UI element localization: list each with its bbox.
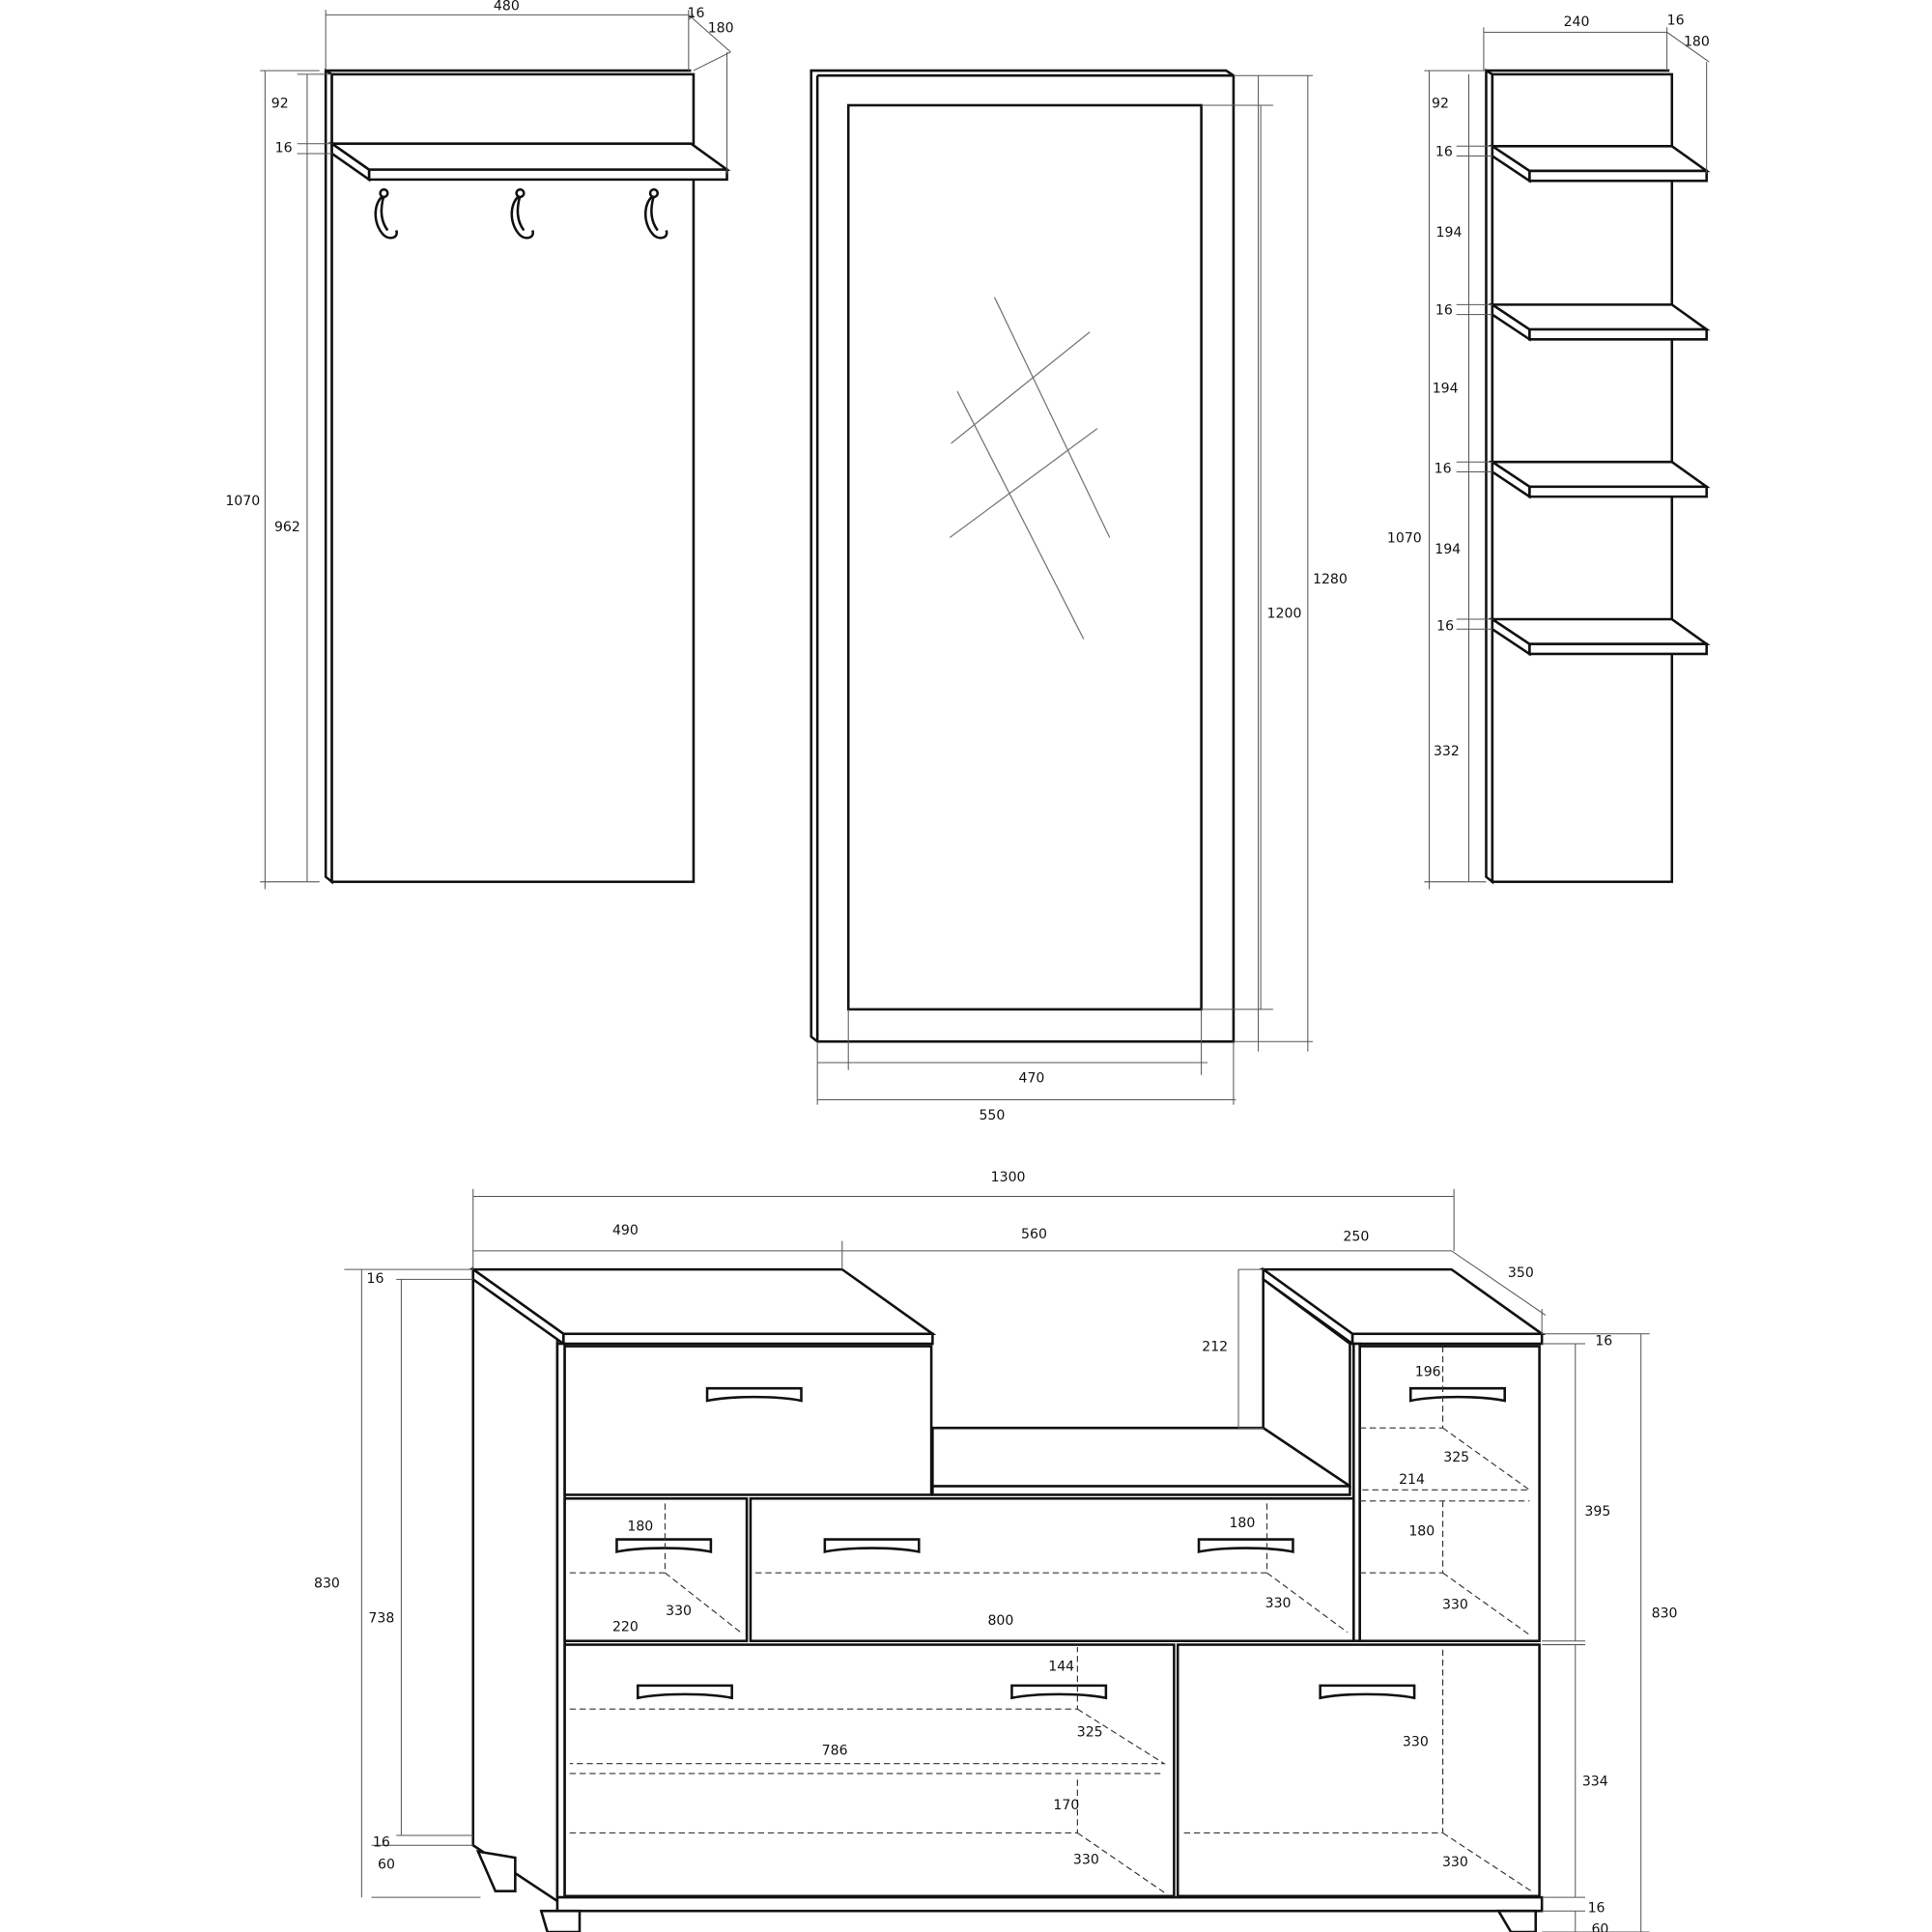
dim-label: 196: [1415, 1364, 1441, 1379]
dim-label: 490: [612, 1223, 639, 1238]
dim-label: 16: [1435, 145, 1453, 160]
bottom-right-door: [1176, 1643, 1541, 1898]
mirror-reflection-lines: [949, 297, 1111, 639]
dim-label: 16: [1435, 462, 1452, 477]
dim-label: 214: [1399, 1472, 1425, 1488]
dim-label: 60: [1591, 1921, 1608, 1932]
top-drawer: [563, 1345, 933, 1496]
dim-label: 1070: [1387, 531, 1422, 547]
dim-label: 330: [1442, 1597, 1468, 1612]
dim-label: 738: [368, 1610, 394, 1626]
cabinet-leg: [539, 1909, 582, 1932]
dim-label: 180: [627, 1520, 653, 1535]
dim-label: 560: [1021, 1227, 1047, 1242]
dim-label: 1070: [225, 494, 260, 509]
dim-label: 332: [1434, 744, 1460, 759]
dim-label: 1280: [1313, 572, 1348, 587]
dim-label: 786: [822, 1744, 848, 1759]
hidden-lines: [569, 1346, 1534, 1893]
dim-label: 350: [1508, 1265, 1534, 1281]
dim-label: 800: [987, 1613, 1013, 1629]
dim-label: 194: [1433, 381, 1459, 396]
dim-label: 1300: [991, 1170, 1026, 1185]
cabinet-plinth: [555, 1895, 1544, 1913]
dim-label: 330: [666, 1604, 692, 1619]
dim-label: 330: [1403, 1735, 1429, 1750]
dim-label: 220: [612, 1619, 639, 1634]
dim-label: 334: [1582, 1775, 1608, 1790]
dim-label: 550: [979, 1108, 1005, 1123]
shelf: [1488, 616, 1711, 657]
dim-label: 60: [378, 1858, 395, 1873]
dim-label: 16: [366, 1271, 384, 1287]
dim-label: 16: [1436, 619, 1454, 635]
wide-drawer: [749, 1497, 1355, 1643]
dim-label: 16: [275, 141, 293, 156]
dim-label: 395: [1584, 1504, 1610, 1520]
dim-label: 16: [1595, 1333, 1612, 1349]
cabinet-leg: [1496, 1909, 1538, 1932]
dim-label: 16: [1588, 1900, 1605, 1916]
shelf: [1488, 459, 1711, 499]
shelf: [1488, 301, 1711, 342]
dim-label: 16: [1667, 14, 1685, 29]
mirror-glass: [846, 103, 1203, 1011]
dim-label: 92: [271, 97, 289, 112]
dim-label: 212: [1202, 1340, 1228, 1355]
coat-rack-shelf: [327, 142, 731, 171]
dim-label: 830: [314, 1577, 340, 1592]
cabinet-left-side: [471, 1266, 559, 1904]
shelf: [1488, 143, 1711, 184]
dim-label: 16: [688, 6, 705, 21]
dim-label: 330: [1073, 1852, 1099, 1867]
dim-label: 240: [1564, 14, 1590, 30]
dim-label: 180: [1229, 1516, 1255, 1531]
coat-rack: 480 16 180 92 16 962 1070: [225, 0, 734, 890]
dim-label: 16: [1435, 303, 1453, 319]
dim-label: 325: [1077, 1724, 1103, 1740]
cabinet-leg: [475, 1850, 517, 1892]
dim-label: 194: [1436, 225, 1463, 241]
dim-label: 330: [1442, 1855, 1468, 1870]
dim-label: 1200: [1267, 607, 1302, 622]
dim-label: 962: [274, 520, 300, 535]
dim-label: 480: [494, 0, 520, 14]
dim-label: 180: [1408, 1524, 1435, 1540]
dim-label: 170: [1053, 1798, 1079, 1813]
small-drawer: [563, 1497, 749, 1643]
dim-label: 330: [1265, 1596, 1292, 1611]
dimension-lines: [344, 1188, 1650, 1932]
dim-label: 470: [1018, 1071, 1044, 1087]
dim-label: 194: [1435, 542, 1461, 557]
mirror: 470 550 1200 1280: [810, 69, 1348, 1123]
shelf-unit: 240 16 180 92 16 194 16 194 16 194 16 33…: [1387, 14, 1711, 890]
dim-label: 144: [1048, 1659, 1074, 1674]
dim-label: 830: [1652, 1605, 1678, 1621]
dim-label: 92: [1432, 97, 1449, 112]
shoe-cabinet: 1300 490 560 250 350 16 212 16 196 325 2…: [314, 1170, 1678, 1932]
dim-label: 250: [1343, 1230, 1369, 1245]
dim-label: 325: [1443, 1450, 1469, 1465]
dim-label: 16: [373, 1835, 390, 1851]
dim-label: 180: [708, 20, 734, 36]
dim-label: 180: [1684, 34, 1710, 49]
